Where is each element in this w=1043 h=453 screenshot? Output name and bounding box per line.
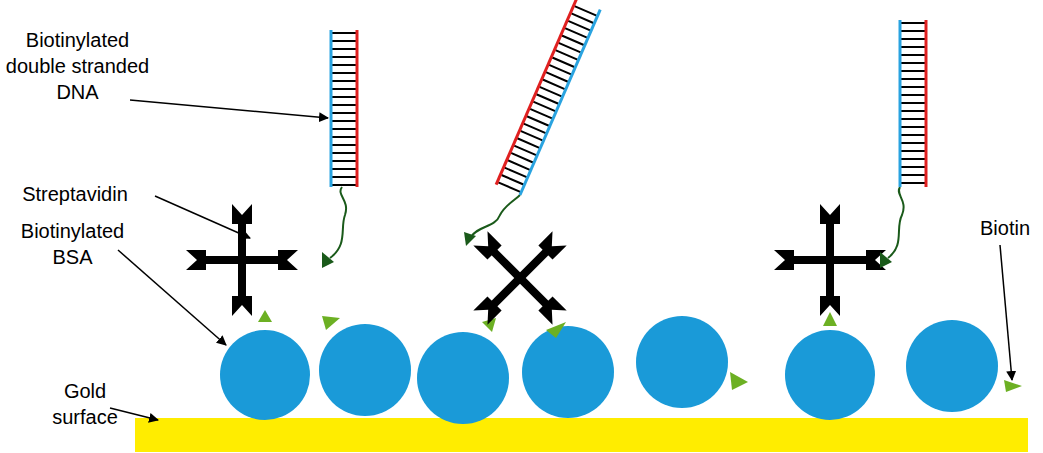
part-label: Biotinylated double stranded DNA <box>5 27 150 105</box>
streptavidin <box>441 199 599 357</box>
streptavidin <box>186 204 298 316</box>
dna-strand <box>899 20 902 187</box>
biotin-triangle <box>322 252 334 268</box>
biotin-triangle <box>880 252 892 268</box>
leader-lines <box>110 100 1012 420</box>
linker <box>888 187 904 258</box>
dna-biotin-marks <box>322 232 892 268</box>
leader-line <box>155 196 250 238</box>
gold-surface <box>135 418 1028 452</box>
leader-line <box>118 250 226 345</box>
biotin-triangle <box>823 312 837 326</box>
biotin-triangle <box>1004 380 1022 392</box>
linker <box>330 187 346 258</box>
dna-rungs <box>332 32 356 187</box>
bsa-sphere <box>522 326 614 418</box>
dna-duplex <box>900 20 926 187</box>
leader-line <box>1000 245 1012 380</box>
part-label: Biotin <box>970 215 1040 241</box>
streptavidin <box>774 204 886 316</box>
dna-duplex <box>496 0 600 195</box>
bsa-sphere <box>417 332 509 424</box>
dna-strand <box>496 0 576 185</box>
part-label: Gold surface <box>40 378 130 430</box>
biotin-triangle <box>730 372 748 390</box>
biotin-triangle <box>258 310 272 322</box>
bsa-sphere <box>220 330 310 420</box>
bsa-sphere <box>319 324 411 416</box>
dna-rungs <box>901 22 925 187</box>
bsa-sphere <box>906 320 998 412</box>
bsa-spheres <box>220 316 998 424</box>
dna-strand <box>330 30 333 187</box>
dna-duplex <box>331 30 357 187</box>
part-label: Biotinylated BSA <box>10 218 135 270</box>
linker <box>470 195 520 238</box>
dna-strand <box>925 20 928 187</box>
biotin-triangle <box>546 322 566 338</box>
bsa-sphere <box>636 316 728 408</box>
dna-rungs <box>509 6 588 188</box>
biotin-marks <box>258 310 1022 392</box>
part-label: Streptavidin <box>5 181 145 207</box>
biotin-triangle <box>464 232 476 246</box>
dna-strand <box>356 30 359 187</box>
leader-line <box>130 100 328 118</box>
bsa-sphere <box>785 330 875 420</box>
biotin-triangle <box>322 316 340 330</box>
linkers <box>330 187 904 258</box>
